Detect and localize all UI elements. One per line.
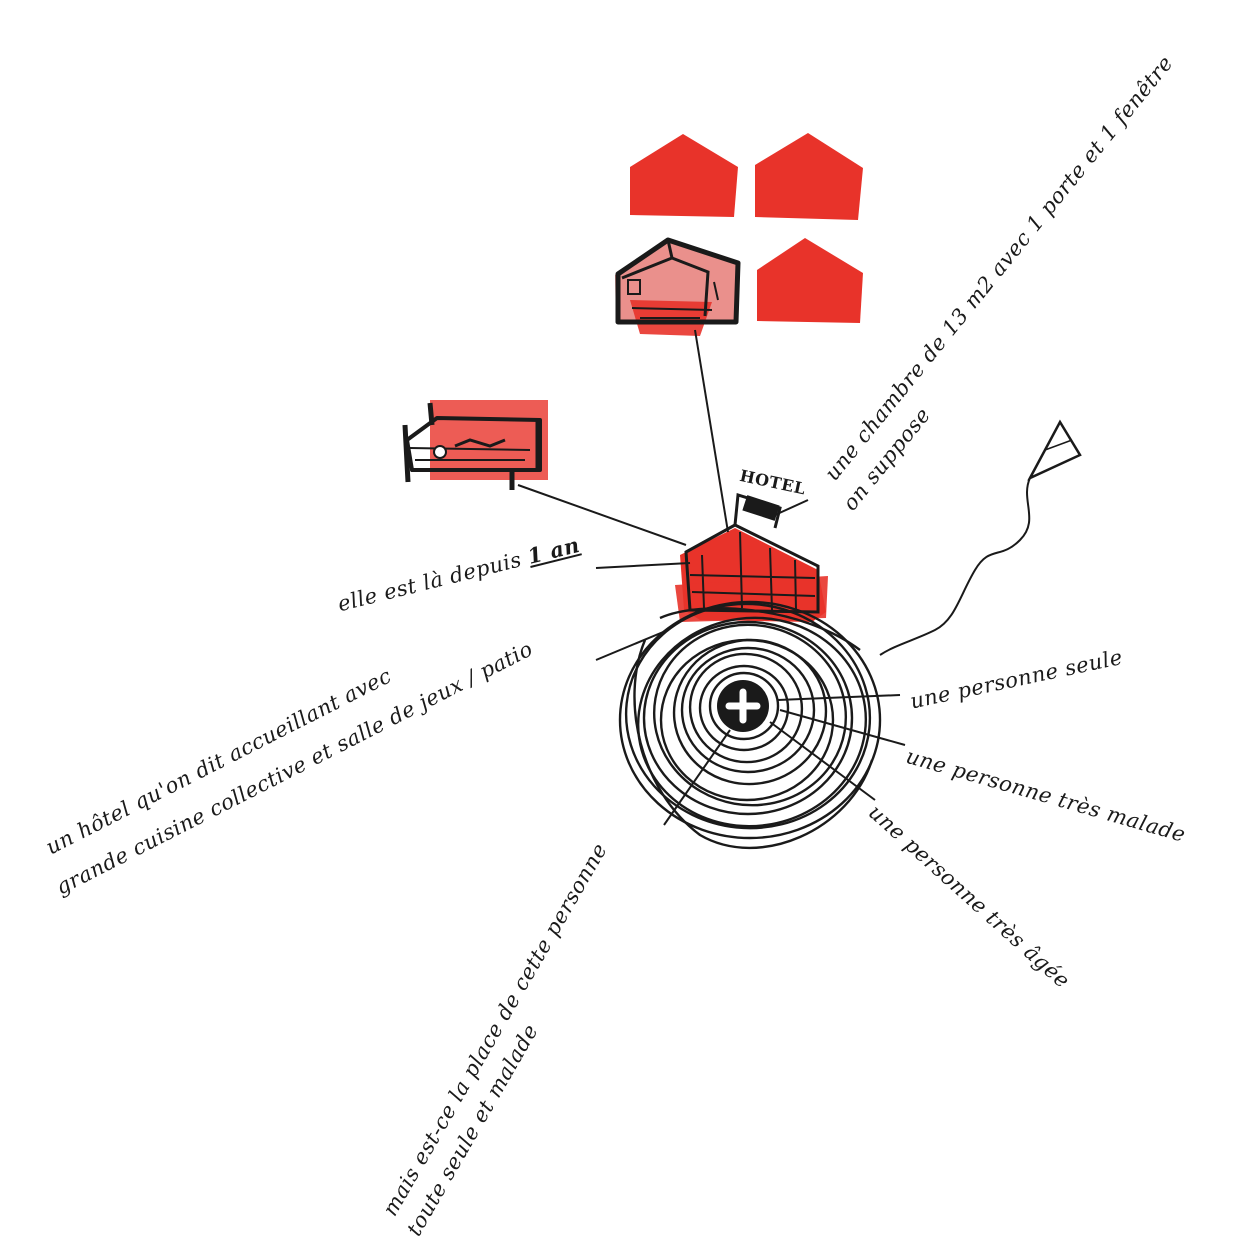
red-house-4 [757,238,863,323]
cross-badge [717,680,769,732]
bed-sketch [402,400,548,490]
room-house-sketch [615,237,741,336]
houses-grid [615,133,863,336]
red-house-2 [755,133,863,220]
kite-sketch [879,419,1082,656]
spiral-scribble [618,600,882,850]
red-house-1 [630,134,738,217]
